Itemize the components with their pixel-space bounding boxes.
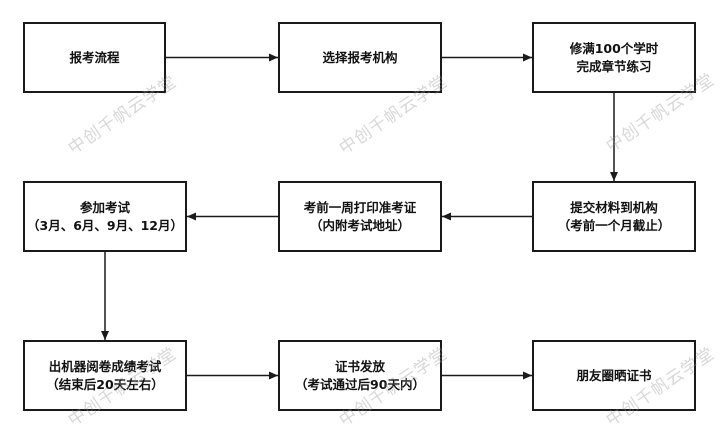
node-share-certificate: 朋友圈晒证书 [532,340,696,411]
node-label-line: 考前一周打印准考证 [303,199,417,215]
node-label-line: （3月、6月、9月、12月） [27,217,183,233]
node-label-line: （结束后20天左右） [46,376,164,392]
node-label-line: （考试通过后90天内） [295,376,425,392]
node-label-line: 朋友圈晒证书 [576,367,652,383]
node-print-admission-ticket: 考前一周打印准考证 （内附考试地址） [278,181,442,252]
node-certificate-issuance: 证书发放 （考试通过后90天内） [278,340,442,411]
node-label-line: 选择报考机构 [322,49,398,65]
node-registration-process: 报考流程 [23,22,166,93]
node-take-exam: 参加考试 （3月、6月、9月、12月） [23,181,187,252]
node-exam-results: 出机器阅卷成绩考试 （结束后20天左右） [23,340,187,411]
node-complete-hours: 修满100个学时 完成章节练习 [532,22,696,93]
node-label-line: 提交材料到机构 [570,199,658,215]
node-submit-materials: 提交材料到机构 （考前一个月截止） [532,181,696,252]
node-label-line: （考前一个月截止） [557,217,671,233]
node-label-line: 参加考试 [79,199,130,215]
node-label-line: 证书发放 [334,358,385,374]
node-label-line: 完成章节练习 [576,58,652,74]
node-label-line: 修满100个学时 [569,40,659,56]
node-choose-institution: 选择报考机构 [278,22,442,93]
node-label-line: （内附考试地址） [309,217,410,233]
node-label-line: 出机器阅卷成绩考试 [48,358,162,374]
node-label-line: 报考流程 [69,49,120,65]
